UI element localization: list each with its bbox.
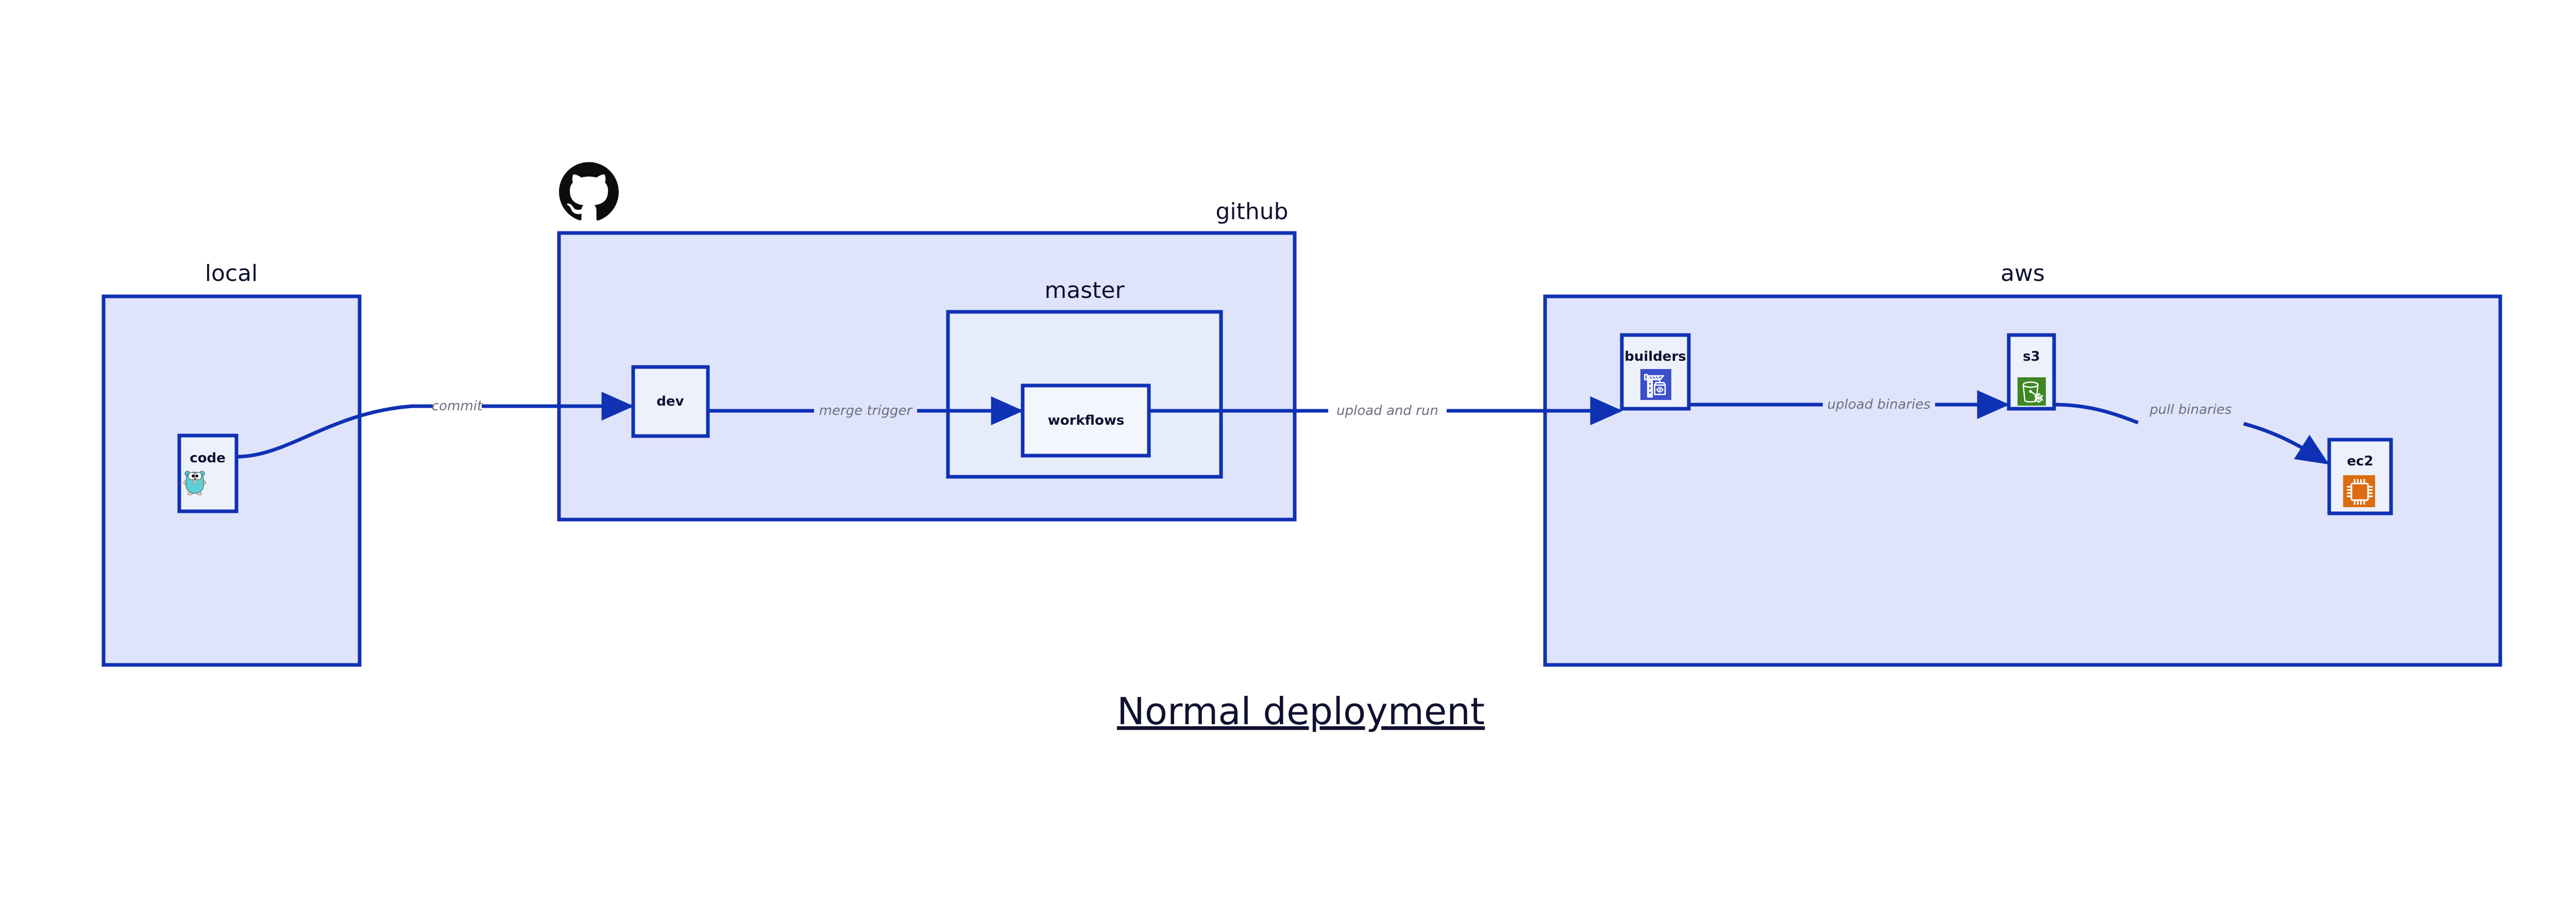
node-builders-label: builders (1624, 349, 1686, 364)
node-dev-label: dev (656, 394, 684, 409)
node-builders[interactable]: builders (1620, 333, 1691, 411)
node-dev[interactable]: dev (631, 365, 710, 438)
node-ec2-label: ec2 (2347, 454, 2373, 469)
node-workflows-label: workflows (1048, 413, 1125, 428)
edge-commit-label: commit (432, 398, 483, 414)
edge-pb-line-a (2054, 403, 2139, 425)
edge-commit-line-a (236, 404, 433, 459)
edge-upload-and-run-label: upload and run (1336, 403, 1438, 419)
node-code-label: code (190, 450, 226, 466)
container-github-label: github (1215, 198, 1288, 225)
edge-upload-and-run: upload and run (1149, 396, 1623, 425)
edge-upload-binaries: upload binaries (1689, 390, 2010, 419)
node-workflows[interactable]: workflows (1021, 383, 1151, 458)
edge-pb-line-b (2243, 422, 2329, 465)
node-workflows-rect (1021, 383, 1151, 458)
node-code[interactable]: code (177, 433, 239, 513)
github-octocat-icon (559, 162, 619, 221)
container-local-label: local (205, 260, 258, 287)
ec2-icon-bg (2343, 475, 2375, 507)
node-ec2-rect (2327, 438, 2393, 515)
edge-merge-trigger-label: merge trigger (819, 403, 913, 419)
edge-pull-binaries-label: pull binaries (2149, 402, 2231, 417)
container-master-label: master (1044, 277, 1125, 304)
node-dev-rect (631, 365, 710, 438)
edge-upload-binaries-label: upload binaries (1827, 397, 1930, 412)
node-ec2[interactable]: ec2 (2327, 438, 2393, 515)
edge-pull-binaries: pull binaries (2054, 402, 2329, 465)
diagram-title: Normal deployment (1117, 690, 1485, 733)
node-s3[interactable]: s3 (2007, 333, 2056, 411)
node-s3-label: s3 (2023, 349, 2040, 364)
edge-merge-trigger: merge trigger (708, 396, 1024, 425)
edge-commit: commit (236, 392, 634, 459)
container-aws-label: aws (2001, 260, 2045, 287)
